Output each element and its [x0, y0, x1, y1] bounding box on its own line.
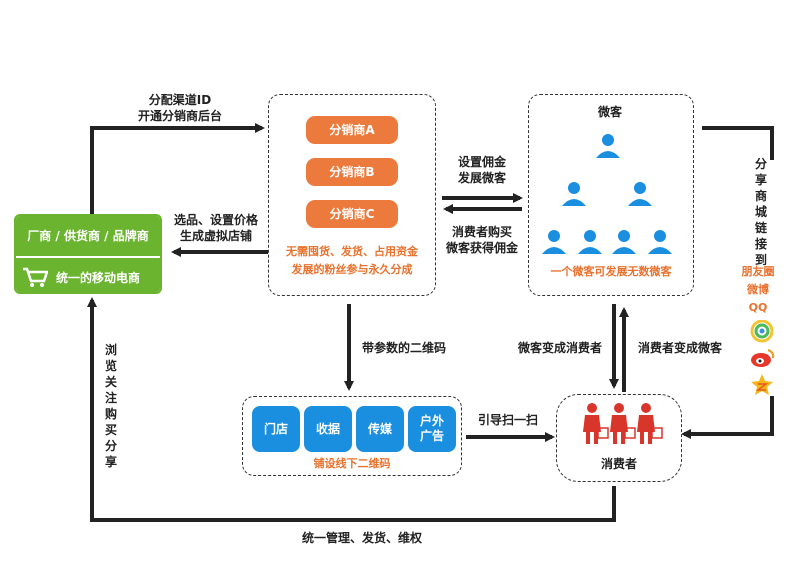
consumer-title: 消费者: [600, 457, 637, 471]
share-qq: QQ: [748, 301, 768, 314]
offline-media: 传媒: [356, 406, 404, 452]
offline-note: 铺设线下二维码: [313, 457, 391, 470]
arrow-vendor-to-distributor: [90, 123, 265, 215]
shopping-cart-icon: [23, 267, 48, 287]
user-icon: [596, 134, 620, 158]
share-weibo: 微博: [747, 283, 769, 296]
label-consumer-buy: 消费者购买: [451, 225, 512, 239]
label-set-commission: 设置佣金: [457, 155, 506, 169]
distributor-c: 分销商C: [306, 200, 398, 228]
arrow-share-to-consumer: [681, 396, 774, 439]
shoppers-icon: [583, 403, 663, 444]
weibo-icon: [751, 349, 775, 367]
distributor-note-1: 无需囤货、发货、占用资金: [286, 245, 418, 258]
arrow-share-top: [702, 126, 774, 160]
vendor-subtitle: 统一的移动电商: [56, 270, 141, 285]
offline-receipt: 收据: [304, 406, 352, 452]
moments-icon: [750, 320, 774, 343]
label-gen-store: 生成虚拟店铺: [179, 229, 252, 243]
label-weike-commission: 微客获得佣金: [445, 241, 518, 255]
weike-note: 一个微客可发展无数微客: [550, 265, 672, 278]
user-icon: [578, 230, 602, 254]
vendor-box: 厂商 / 供货商 / 品牌商 统一的移动电商: [14, 214, 162, 294]
label-guide-scan: 引导扫一扫: [477, 413, 538, 427]
user-icon: [542, 230, 566, 254]
label-select-products: 选品、设置价格: [173, 213, 258, 227]
weike-box: [528, 94, 694, 296]
user-icon: [648, 230, 672, 254]
outdoor-ad-label: 户外 广告: [419, 414, 444, 443]
qzone-star-icon: [751, 374, 773, 395]
distributor-b: 分销商B: [306, 158, 398, 186]
share-wechat-moments: 朋友圈: [741, 265, 775, 278]
weike-tree: [542, 134, 672, 254]
label-weike-to-consumer: 微客变成消费者: [517, 341, 602, 355]
share-icons: [750, 320, 775, 395]
label-qr-param: 带参数的二维码: [361, 341, 446, 355]
label-consumer-to-weike: 消费者变成微客: [637, 341, 722, 355]
user-icon: [562, 182, 586, 206]
label-unified: 统一管理、发货、维权: [301, 531, 422, 545]
label-share-vertical: 分享商城链接到: [754, 157, 767, 267]
weike-title: 微客: [597, 105, 622, 119]
user-icon: [628, 182, 652, 206]
offline-store: 门店: [252, 406, 300, 452]
distributor-note-2: 发展的粉丝参与永久分成: [291, 263, 413, 276]
label-open-backend: 开通分销商后台: [137, 109, 222, 123]
arrow-consumer-to-vendor: [87, 297, 616, 522]
label-develop-weike: 发展微客: [457, 171, 506, 185]
vendor-title: 厂商 / 供货商 / 品牌商: [16, 216, 160, 258]
offline-outdoor-ad: 户外 广告: [408, 406, 456, 452]
distributor-a: 分销商A: [306, 116, 398, 144]
label-browse-vertical: 浏览 关注 购买 分享: [104, 343, 117, 469]
label-channel-id: 分配渠道ID: [148, 93, 212, 107]
user-icon: [612, 230, 636, 254]
